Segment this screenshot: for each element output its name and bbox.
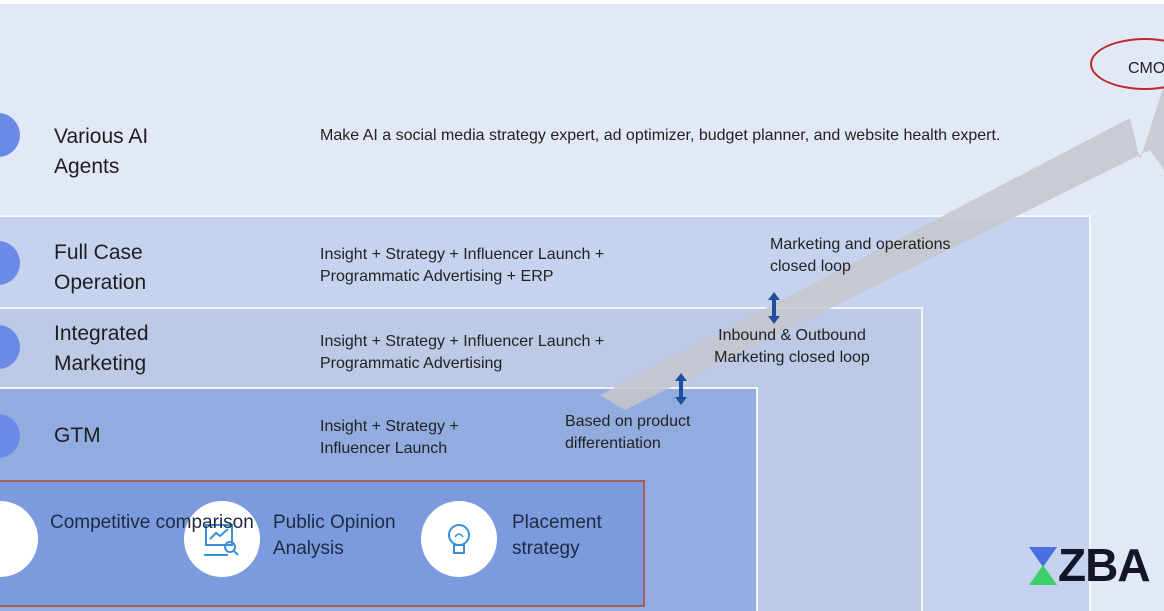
double-arrow-icon [675,373,687,405]
foundation-box [0,480,645,607]
layer-desc: Insight + Strategy + Influencer Launch +… [320,246,605,285]
foundation-label: Placement strategy [512,512,602,559]
zba-logo-mark [1029,547,1057,585]
loop-label: Marketing and operations closed loop [770,236,951,275]
layer-title: Full Case Operation [54,241,147,294]
cmo-label: CMO [1128,60,1164,77]
foundation-label: Competitive comparison [50,512,254,533]
growth-arrow-shape [600,85,1164,410]
layer-title: Various AI Agents [54,125,149,178]
zba-logo-text: ZBA [1058,539,1151,591]
layer-desc: Insight + Strategy + Influencer Launch +… [320,333,605,372]
loop-label: Based on product differentiation [565,413,691,452]
layer-desc: Make AI a social media strategy expert, … [320,127,1001,144]
agents-icon [0,113,20,157]
layer-title: GTM [54,424,101,447]
operation-icon [0,241,20,285]
layer-title: Integrated Marketing [54,322,149,375]
layer-desc: Insight + Strategy + Influencer Launch [320,418,459,457]
foundation-label: Public Opinion Analysis [273,512,396,559]
loop-label: Inbound & Outbound Marketing closed loop [714,327,870,366]
marketing-icon [0,325,20,369]
gtm-icon [0,414,20,458]
lightbulb-icon [421,501,497,577]
chart-magnifier-icon [184,501,260,577]
double-arrow-icon [768,292,780,324]
